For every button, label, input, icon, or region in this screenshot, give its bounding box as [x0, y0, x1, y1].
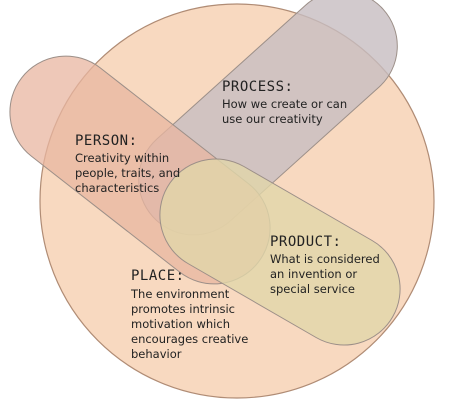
- place-line: behavior: [131, 347, 182, 361]
- product-lobe: [159, 158, 401, 346]
- person-line: people, traits, and: [75, 166, 181, 180]
- person-title: PERSON:: [75, 133, 138, 149]
- process-line: use our creativity: [222, 112, 323, 126]
- place-line: encourages creative: [131, 332, 249, 346]
- place-description: The environment promotes intrinsic motiv…: [131, 287, 248, 362]
- place-line: The environment: [131, 287, 230, 301]
- product-line: special service: [270, 282, 355, 296]
- person-line: characteristics: [75, 181, 160, 195]
- person-line: Creativity within: [75, 151, 170, 165]
- product-title: PRODUCT:: [270, 234, 342, 250]
- process-title: PROCESS:: [222, 79, 294, 95]
- place-title: PLACE:: [131, 268, 185, 284]
- place-line: promotes intrinsic: [131, 302, 235, 316]
- place-line: motivation which: [131, 317, 230, 331]
- process-line: How we create or can: [222, 97, 348, 111]
- product-description: What is considered an invention or speci…: [270, 252, 380, 297]
- person-description: Creativity within people, traits, and ch…: [75, 151, 180, 196]
- product-line: What is considered: [270, 252, 380, 266]
- process-description: How we create or can use our creativity: [222, 97, 347, 127]
- product-line: an invention or: [270, 267, 358, 281]
